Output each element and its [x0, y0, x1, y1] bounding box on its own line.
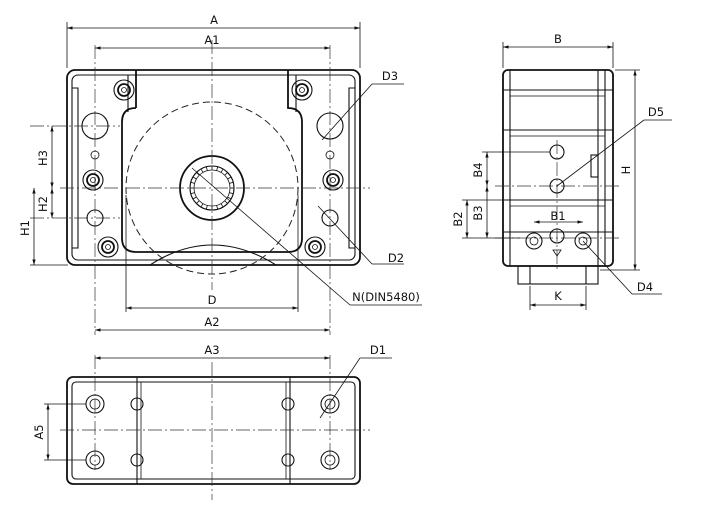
bottom-body-inner	[71, 381, 356, 480]
label-D4: D4	[637, 280, 653, 294]
label-A: A	[210, 13, 218, 27]
label-A2: A2	[204, 315, 219, 329]
side-hole-bottom-mid	[549, 228, 565, 244]
bolt-top-right	[291, 79, 313, 101]
spline-tooth	[224, 172, 228, 176]
spline-tooth	[224, 200, 228, 204]
label-N: N(DIN5480)	[352, 290, 420, 304]
spline-tooth	[196, 200, 200, 204]
label-D2: D2	[388, 251, 404, 265]
slot-top-left	[130, 397, 144, 411]
leader-D3	[321, 83, 373, 141]
slot-bottom-right	[281, 453, 295, 467]
bolt-top-left	[113, 79, 135, 101]
label-A5: A5	[32, 424, 46, 439]
front-view: A A1 D A2 H1 H2 H3 D3 D2 N(DIN5480)	[18, 13, 422, 335]
spline-tooth	[220, 203, 224, 208]
spline-tooth	[227, 176, 232, 180]
leader-D2	[317, 205, 373, 265]
spline-tooth	[229, 192, 234, 195]
small-hole-left	[90, 150, 100, 160]
spline-teeth	[190, 166, 234, 210]
bolt-mid-right	[322, 169, 344, 191]
spline-tooth	[227, 196, 232, 200]
label-B4: B4	[471, 162, 485, 177]
spline-tooth	[192, 196, 197, 200]
label-B1: B1	[550, 209, 565, 223]
spline-tooth	[220, 168, 224, 173]
leader-D1	[319, 357, 361, 419]
label-D: D	[208, 293, 217, 307]
label-H1: H1	[18, 220, 32, 236]
label-A1: A1	[204, 33, 219, 47]
spline-tooth	[205, 205, 208, 210]
spline-tooth	[190, 181, 195, 184]
spline-tooth	[229, 181, 234, 184]
spline-tooth	[205, 166, 208, 171]
bolt-mid-left	[82, 169, 104, 191]
front-body-inner	[71, 74, 356, 261]
small-hole-right	[325, 150, 335, 160]
bottom-hole-top-right-D1	[320, 394, 340, 414]
spline-tooth	[200, 203, 204, 208]
label-H2: H2	[36, 196, 50, 212]
side-body-outline	[502, 69, 614, 267]
label-B3: B3	[471, 205, 485, 220]
spline-tooth	[216, 205, 219, 210]
hole-D2	[321, 209, 339, 227]
side-hole-bottom-left	[525, 232, 543, 250]
bottom-hole-bottom-right	[320, 450, 340, 470]
hole-D3-right	[316, 112, 344, 140]
bolt-bottom-left	[97, 236, 119, 258]
side-nub	[590, 154, 599, 178]
spline-tooth	[190, 192, 195, 195]
label-A3: A3	[204, 343, 219, 357]
slot-bottom-left	[130, 453, 144, 467]
spline-tooth	[192, 176, 197, 180]
spline-tooth	[200, 168, 204, 173]
label-B: B	[554, 32, 562, 46]
label-H: H	[619, 166, 633, 175]
label-B2: B2	[451, 211, 465, 226]
bottom-view: A3 A5 D1	[32, 343, 392, 500]
label-K: K	[554, 289, 562, 303]
side-view: B H B4 B3 B2 B1 K D5 D4	[451, 32, 672, 310]
hole-H2-left	[86, 209, 104, 227]
label-D5: D5	[648, 105, 664, 119]
right-flange	[348, 87, 355, 249]
bottom-arc	[149, 244, 277, 266]
central-recess	[121, 70, 303, 253]
bolt-bottom-right	[304, 236, 326, 258]
side-marker-triangle	[552, 249, 562, 257]
spline-tooth	[196, 172, 200, 176]
side-foot	[517, 265, 599, 285]
leader-D4	[582, 240, 633, 295]
hole-D3-left	[81, 112, 109, 140]
bottom-body-outline	[66, 376, 361, 485]
spline-tooth	[216, 166, 219, 171]
leader-N	[191, 167, 351, 306]
label-H3: H3	[36, 150, 50, 166]
front-body-outline	[66, 69, 361, 266]
side-hole-D4	[574, 232, 592, 250]
slot-top-right	[281, 397, 295, 411]
side-hole-D5	[549, 178, 565, 194]
label-D1: D1	[370, 343, 386, 357]
leader-D5	[556, 119, 645, 187]
left-flange	[72, 87, 79, 249]
label-D3: D3	[382, 69, 398, 83]
